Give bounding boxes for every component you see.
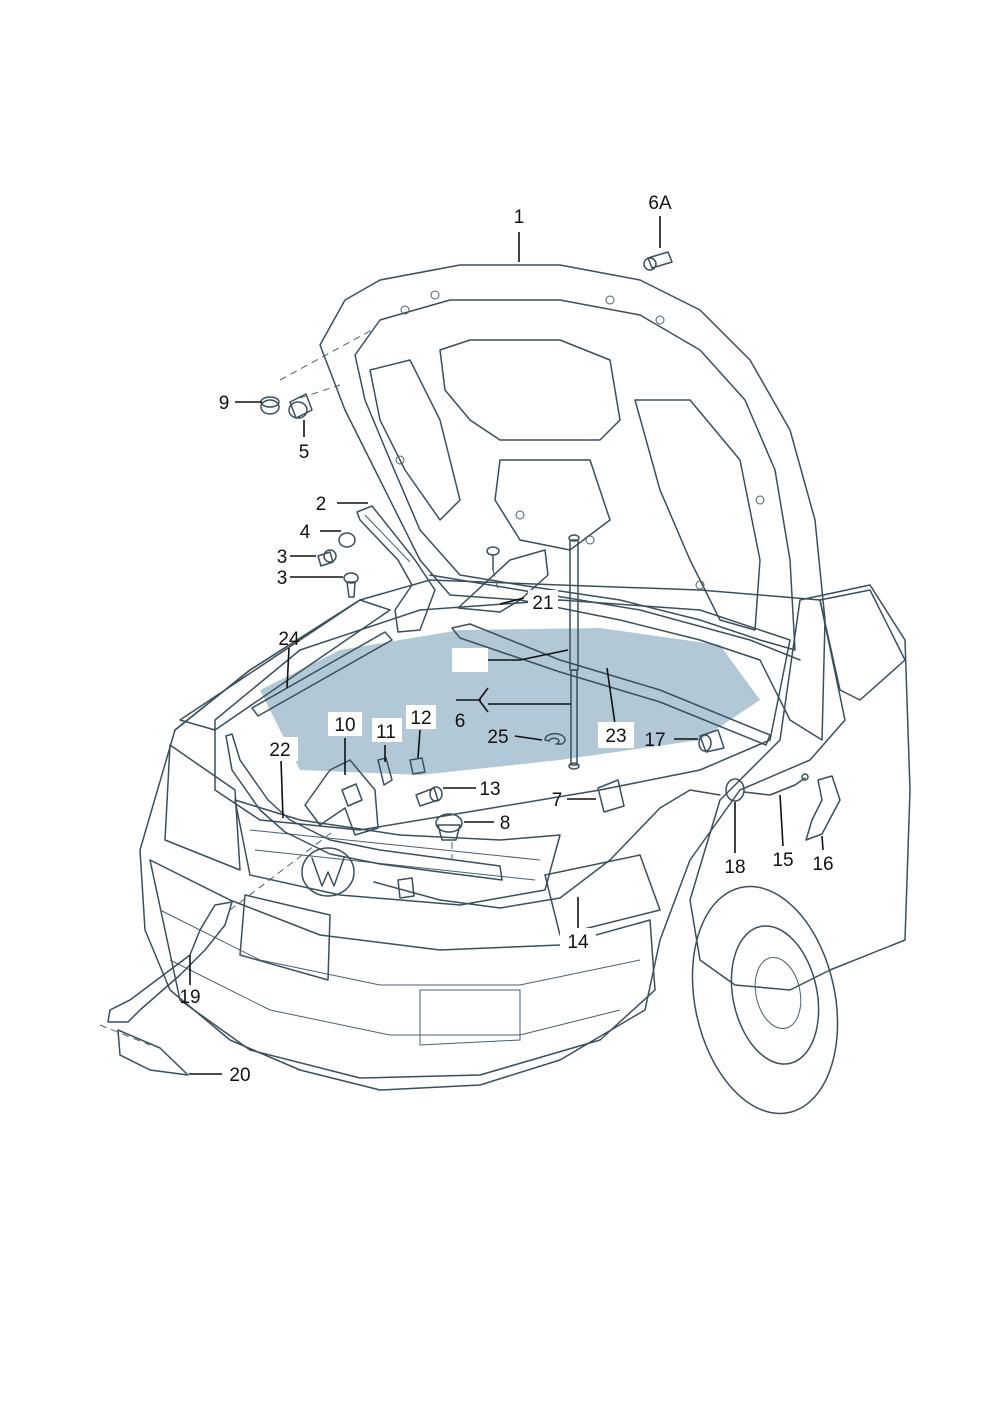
part-16-release-lever — [805, 775, 841, 841]
part-2-hinge — [356, 505, 436, 633]
part-8-buffer — [435, 813, 463, 841]
callout-1: 1 — [514, 207, 525, 228]
part-11-clip — [377, 757, 393, 786]
callout-12: 12 — [410, 708, 431, 729]
callout-15: 15 — [772, 850, 793, 871]
callout-3-upper: 3 — [277, 547, 288, 568]
hood-holes — [395, 290, 765, 590]
part-7-bracket — [597, 779, 625, 813]
part-20-handle-cap — [117, 1029, 189, 1076]
part-13-bolt — [415, 786, 443, 807]
part-15-cable-end — [743, 777, 806, 796]
callout-10: 10 — [334, 715, 355, 736]
part-9-grommet — [260, 396, 280, 415]
part-22-seal-strip — [225, 733, 503, 881]
parts — [107, 251, 841, 1076]
callout-6: 6 — [455, 711, 466, 732]
part-14-cable — [373, 789, 721, 909]
callout-2: 2 — [316, 494, 327, 515]
part-6a-bolt — [643, 251, 673, 271]
part-23-seal-strip — [451, 623, 771, 746]
part-10-lock — [304, 759, 379, 836]
callout-25: 25 — [487, 727, 508, 748]
callouts: 1 6A 9 5 2 4 3 3 24 21 6 25 23 17 22 10 … — [179, 193, 840, 1086]
part-3-bolt-upper — [317, 549, 337, 567]
part-21-bracket — [457, 546, 549, 613]
callout-19: 19 — [179, 987, 200, 1008]
callout-20: 20 — [229, 1065, 250, 1086]
callout-24: 24 — [278, 629, 300, 650]
part-24-seal-strip — [251, 631, 393, 717]
part-6-gas-strut — [568, 534, 580, 770]
part-19-lever — [107, 901, 233, 1023]
part-4-washer — [338, 532, 356, 548]
part-5-buffer — [288, 393, 313, 419]
part-25-clip — [544, 733, 566, 745]
callout-23: 23 — [605, 726, 626, 747]
callout-6a: 6A — [648, 193, 672, 214]
callout-5: 5 — [299, 442, 310, 463]
callout-8: 8 — [500, 813, 511, 834]
assembly-lines — [99, 329, 499, 1046]
callout-4: 4 — [300, 522, 311, 543]
callout-11: 11 — [376, 722, 396, 743]
callout-14: 14 — [567, 932, 589, 953]
callout-16: 16 — [812, 854, 833, 875]
part-12-clip — [409, 757, 426, 775]
callout-22: 22 — [269, 740, 290, 761]
callout-17: 17 — [644, 730, 665, 751]
part-18-grommet — [725, 778, 745, 802]
callout-21: 21 — [532, 593, 553, 614]
callout-9: 9 — [219, 393, 230, 414]
part-17-bolt — [698, 729, 725, 753]
callout-18: 18 — [724, 857, 745, 878]
callout-3-lower: 3 — [277, 568, 288, 589]
callout-7: 7 — [552, 790, 563, 811]
callout-13: 13 — [479, 779, 500, 800]
part-3-bolt-lower — [343, 572, 359, 598]
